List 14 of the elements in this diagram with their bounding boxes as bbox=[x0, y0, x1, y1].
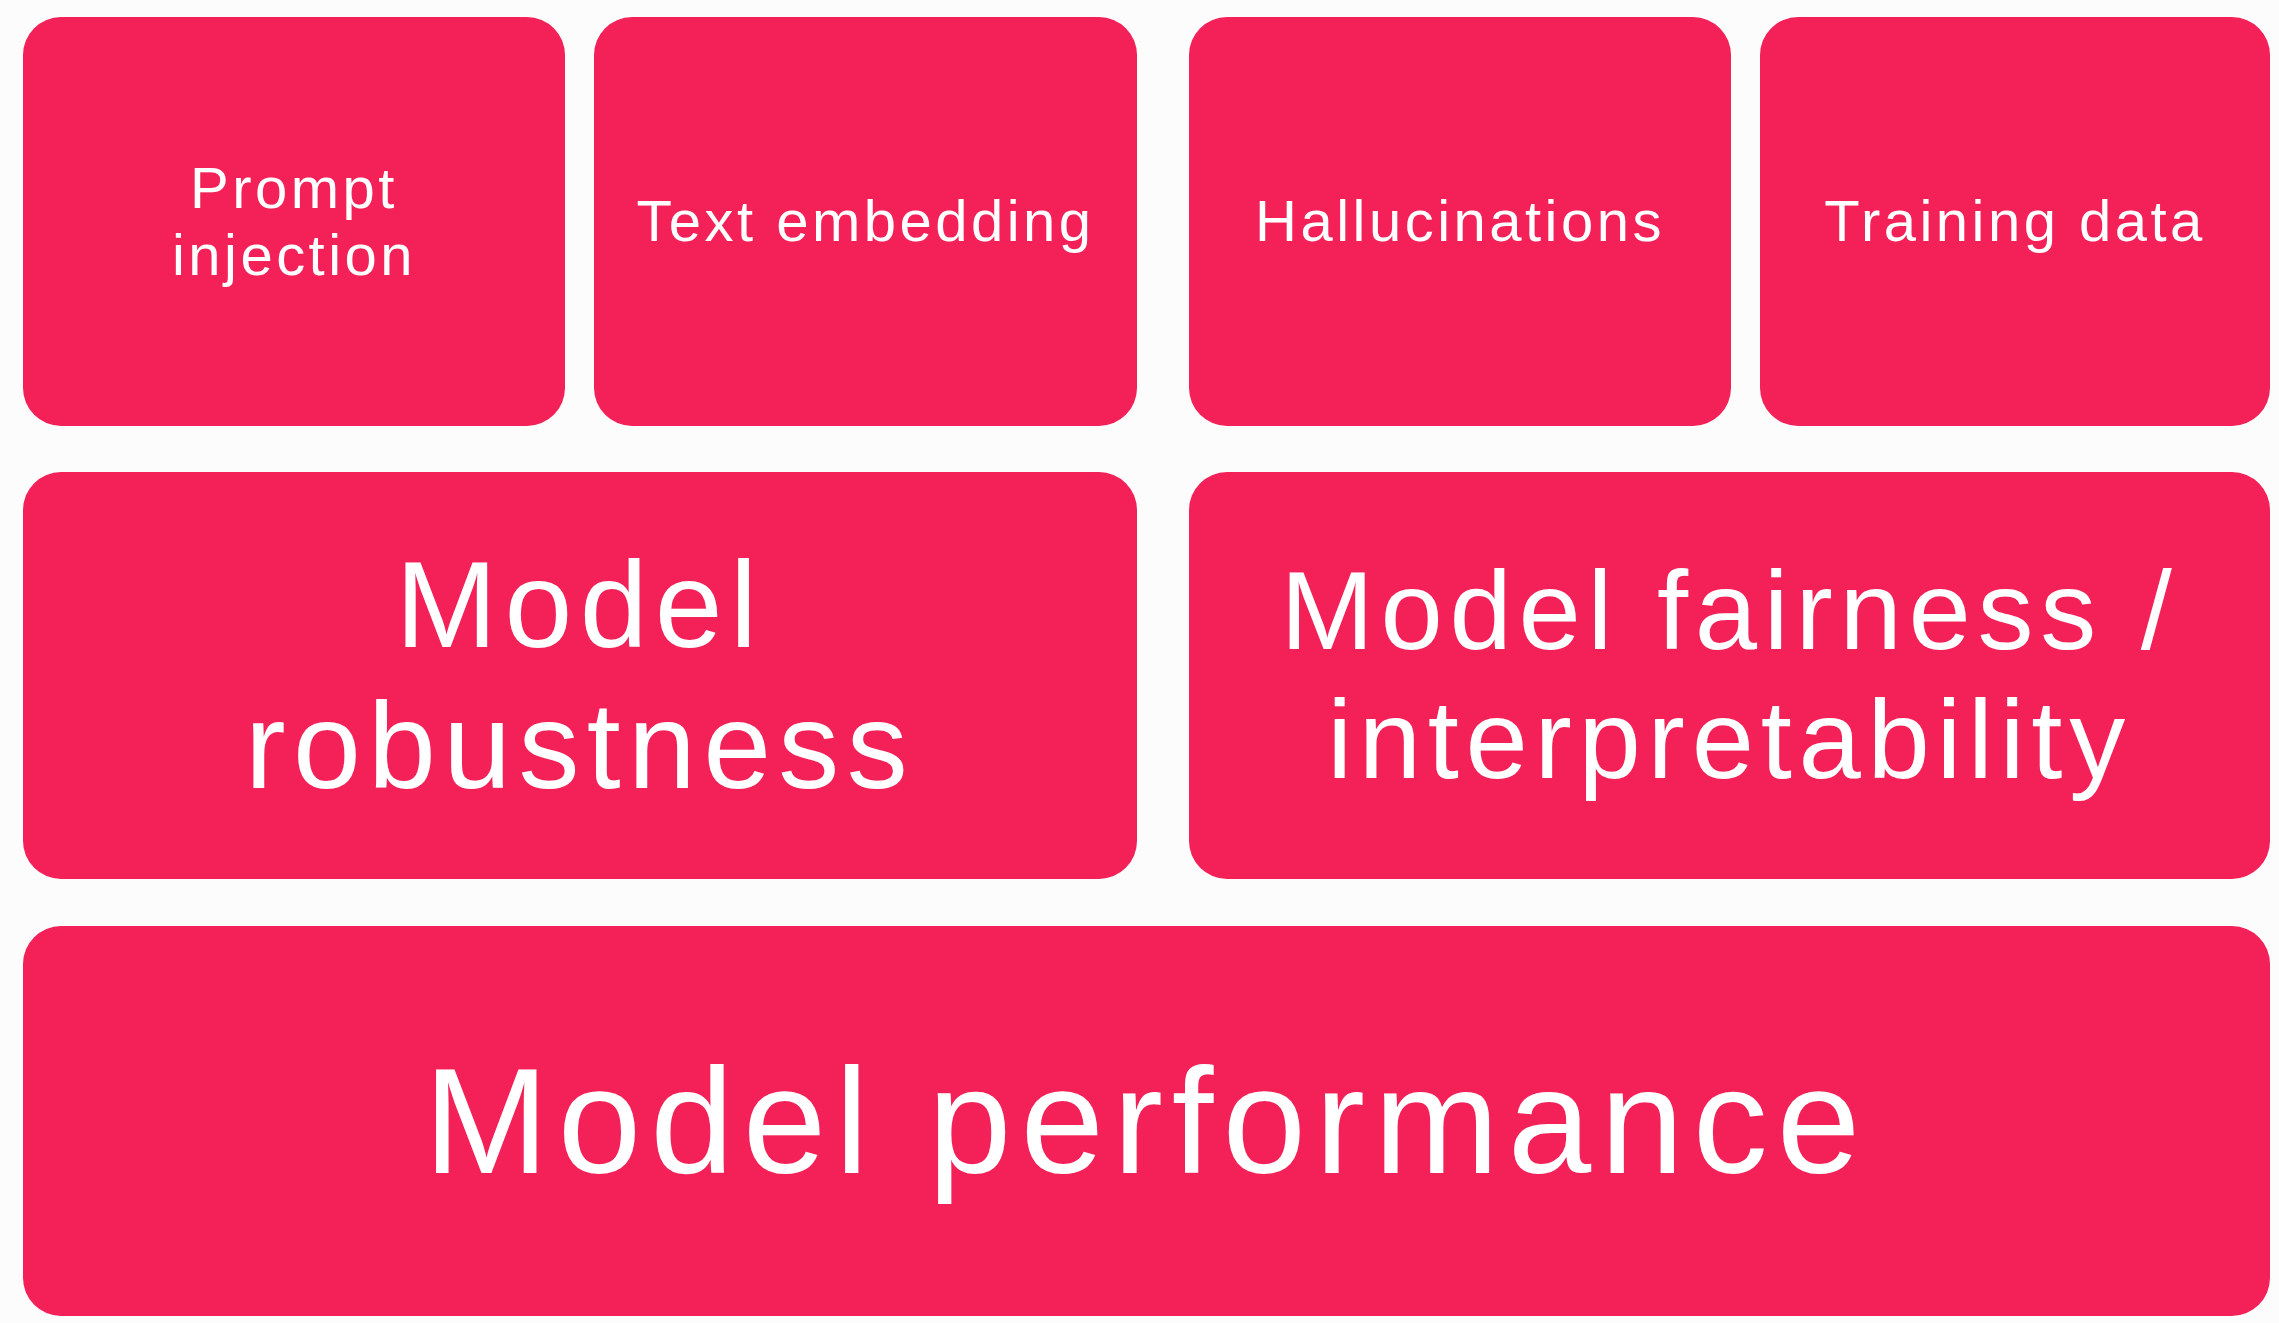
topic-box bbox=[1189, 17, 1731, 426]
topic-box bbox=[1760, 17, 2270, 426]
topic-box bbox=[23, 472, 1137, 879]
box-label: Hallucinations bbox=[1255, 188, 1665, 255]
box-label: Prompt injection bbox=[170, 154, 418, 289]
box-label: Model performance bbox=[423, 1035, 1870, 1207]
box-label: Model robustness bbox=[244, 536, 916, 816]
box-label: Training data bbox=[1824, 188, 2206, 255]
box-label: Model fairness / interpretability bbox=[1279, 546, 2180, 804]
topic-box bbox=[594, 17, 1137, 426]
topic-box bbox=[1189, 472, 2270, 879]
topic-box bbox=[23, 926, 2270, 1316]
topic-box bbox=[23, 17, 565, 426]
box-label: Text embedding bbox=[636, 188, 1095, 255]
